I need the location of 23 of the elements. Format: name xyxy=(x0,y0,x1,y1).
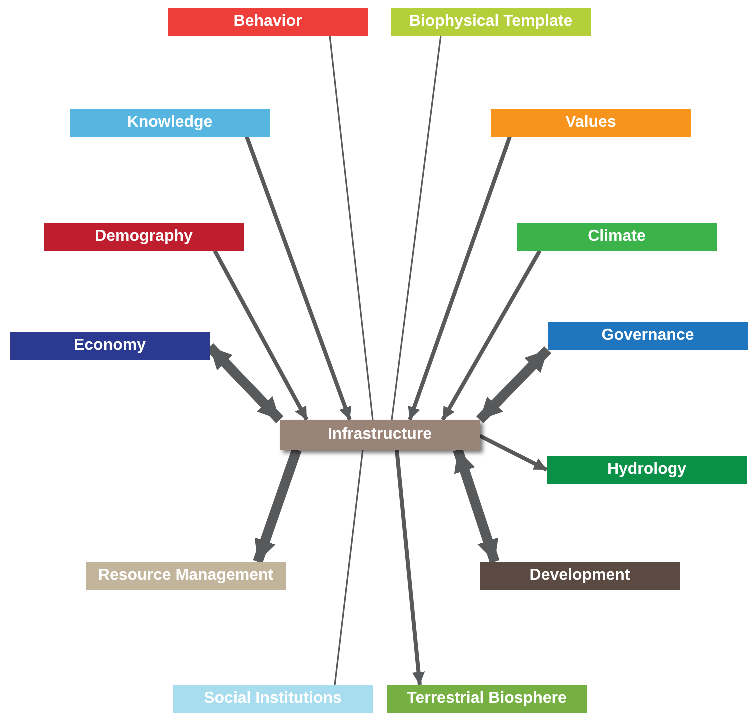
arrow xyxy=(253,448,302,564)
arrow xyxy=(453,448,500,564)
arrow xyxy=(408,136,512,421)
factor-box: Hydrology xyxy=(547,456,747,484)
factor-box: Knowledge xyxy=(70,109,270,137)
factor-box: Climate xyxy=(517,223,717,251)
factor-box: Resource Management xyxy=(86,562,286,590)
arrow xyxy=(245,136,352,421)
arrow xyxy=(441,250,542,421)
factor-box: Biophysical Template xyxy=(391,8,591,36)
central-box: Infrastructure xyxy=(280,420,480,450)
factor-box: Development xyxy=(480,562,680,590)
factor-box: Values xyxy=(491,109,691,137)
arrow xyxy=(395,450,426,686)
factor-box: Terrestrial Biosphere xyxy=(387,685,587,713)
factor-box: Economy xyxy=(10,332,210,360)
arrow xyxy=(479,434,548,472)
factor-box: Demography xyxy=(44,223,244,251)
factor-box: Social Institutions xyxy=(173,685,373,713)
factor-box: Behavior xyxy=(168,8,368,36)
arrow xyxy=(476,346,552,424)
arrow xyxy=(213,250,309,421)
factor-box: Governance xyxy=(548,322,748,350)
